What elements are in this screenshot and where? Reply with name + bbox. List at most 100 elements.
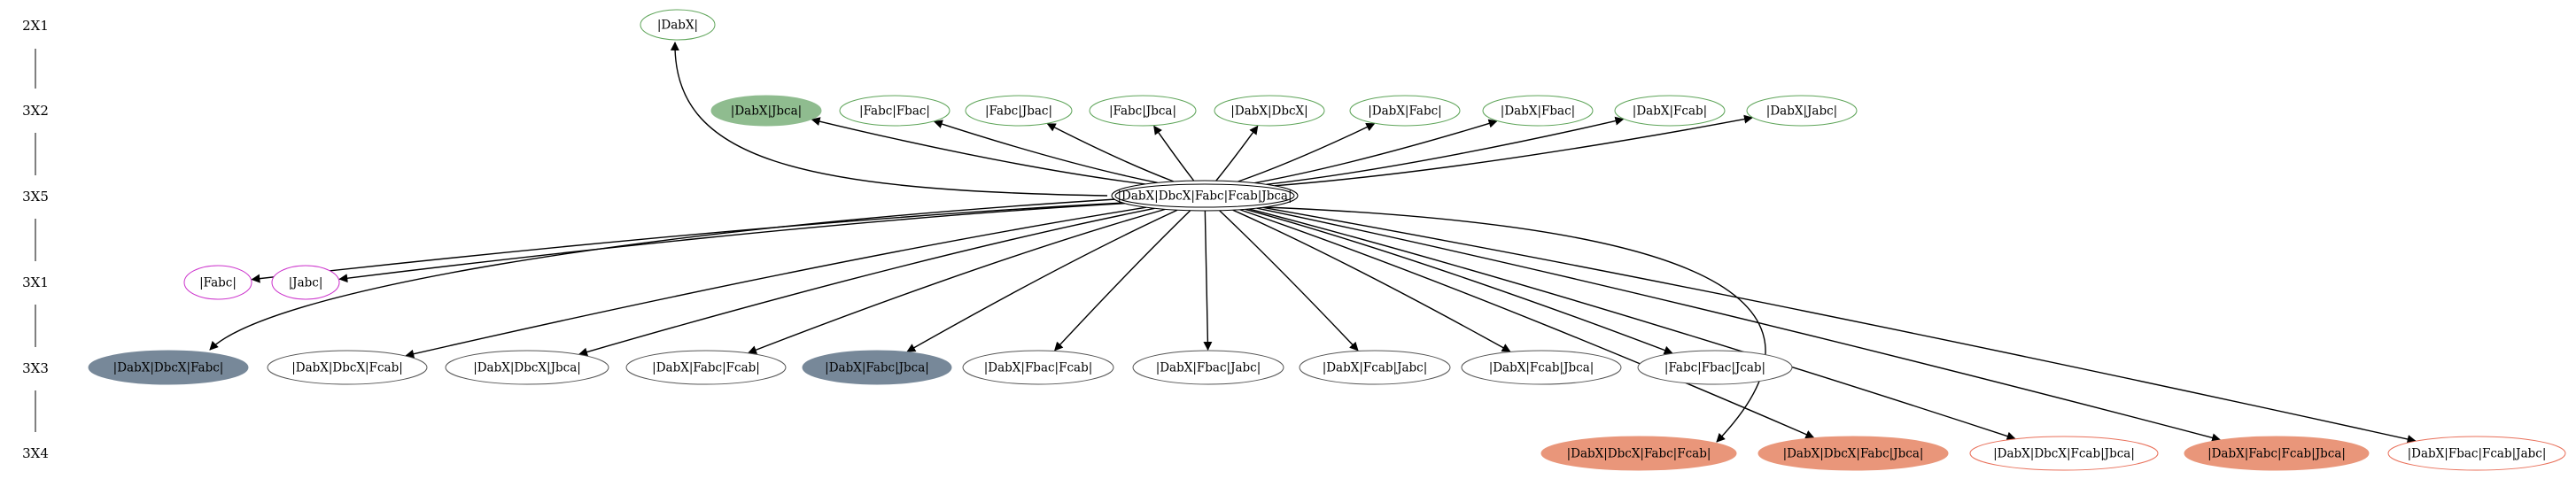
node-ellipse [1746,95,1858,127]
graph-node: |DabX| [640,9,716,41]
node-label: |Fabc|Jbca| [1109,104,1176,119]
rank-label-3x5: 3X5 [22,189,49,205]
graph-node: |Fabc| [183,265,252,300]
node-ellipse [802,350,952,385]
edge-arrow [1254,119,1498,184]
node-label: |DabX|Fbac|Jabc| [1156,361,1261,375]
graph-node: |DabX|Fbac|Fcab|Jabc| [2387,436,2566,471]
graph-node: |DabX|Fbac|Fcab| [962,350,1114,385]
node-ellipse [1540,436,1737,471]
graph-node: |DabX|DbcX| [1214,95,1325,127]
node-ellipse [1461,350,1622,385]
node-ellipse [965,95,1073,127]
graph-node: |DabX|DbcX|Fcab| [267,350,428,385]
node-label: |DabX|Fbac|Fcab| [984,361,1093,375]
nodes-layer: |DabX|DbcX|Fabc|Fcab|Jbca| |DabX| |DabX|Jb… [88,9,2566,471]
node-ellipse [88,350,249,385]
node-label: |DabX|Fabc|Jbca| [825,361,929,375]
node-ellipse [1482,95,1594,127]
node-label: |Jabc| [289,276,323,290]
edge-arrow [748,208,1166,354]
graph-node: |DabX|Jbca| [710,95,822,127]
edge-arrow [1239,205,1766,443]
graph-node: |Jabc| [271,265,340,300]
node-label: |DabX|DbcX|Fabc|Fcab| [1567,447,1711,461]
edge-arrow [1245,208,1673,355]
graph-node: |Fabc|Fbac|Jcab| [1637,350,1793,385]
edge-arrow [1054,210,1191,352]
edge-arrow [1262,206,2417,444]
edge-arrow [578,207,1155,357]
node-ellipse [1111,180,1299,212]
node-ellipse [1969,436,2159,471]
graph-node: |DabX|Fbac|Jabc| [1132,350,1284,385]
node-label: |DabX|Fbac|Fcab|Jabc| [2408,447,2547,461]
node-ellipse [445,350,609,385]
node-label: |Fabc|Fbac| [859,104,930,119]
graph-node: |DabX|DbcX|Fcab|Jbca| [1969,436,2159,471]
node-label: |DabX| [657,19,698,33]
node-label: |DabX|DbcX|Jbca| [473,361,581,375]
node-ellipse [1614,95,1726,127]
node-ellipse [267,350,428,385]
node-ellipse [1214,95,1325,127]
edge-arrow [1248,208,2016,441]
node-label: |DabX|Fcab|Jabc| [1323,361,1428,375]
node-ellipse [1089,95,1197,127]
graph-node: |DabX|Fabc| [1349,95,1461,127]
node-ellipse [1349,95,1461,127]
node-ellipse [640,9,716,41]
node-label: |Fabc| [199,276,237,290]
node-label: |DabX|Jabc| [1766,104,1837,119]
edge-arrow [1203,210,1213,351]
edge-arrow [251,202,1123,283]
graph-node: |DabX|Fabc|Fcab|Jbca| [2184,436,2370,471]
node-ellipse [839,95,950,127]
edge-arrow [1274,114,1753,187]
node-label: |DabX|Fabc| [1368,104,1441,119]
graph-node: |Fabc|Jbac| [965,95,1073,127]
graph-node: |DabX|Fcab| [1614,95,1726,127]
node-ellipse [625,350,787,385]
graph-node: |DabX|Fbac| [1482,95,1594,127]
node-ellipse [183,265,252,300]
edge-arrow [1239,209,1815,439]
rank-label-3x3: 3X3 [22,360,49,376]
edge-arrow [670,42,1108,197]
edge-arrow [338,203,1125,283]
node-label: |DabX|Fabc|Fcab|Jbca| [2207,447,2346,461]
node-ellipse [962,350,1114,385]
graph-node: |DabX|Jabc| [1746,95,1858,127]
node-label: |Fabc|Fbac|Jcab| [1664,361,1765,375]
graph-node: |DabX|DbcX|Fabc|Fcab| [1540,436,1737,471]
node-ellipse [1299,350,1451,385]
edge-arrow [1215,125,1259,182]
edge-arrow [933,120,1158,184]
node-label: |DabX|Fbac| [1501,104,1575,119]
edge-arrow [405,206,1147,359]
graph-node: |DabX|Fcab|Jabc| [1299,350,1451,385]
node-ellipse [710,95,822,127]
graph-node: |DabX|DbcX|Fabc|Jbca| [1757,436,1949,471]
graph-node: |DabX|DbcX|Fabc| [88,350,249,385]
node-ellipse [2184,436,2370,471]
graph-node: |DabX|Fabc|Jbca| [802,350,952,385]
edge-arrow [1232,209,1511,352]
node-label: |DabX|DbcX|Fabc|Fcab|Jbca| [1117,189,1292,204]
node-label: |DabX|DbcX| [1230,104,1307,119]
node-label: |DabX|Jbca| [731,104,802,119]
edge-arrow [1046,123,1175,182]
edge-arrow [1219,210,1359,352]
edge-arrow [1266,116,1625,185]
node-ellipse [1637,350,1793,385]
node-label: |DabX|DbcX|Fabc|Jbca| [1783,447,1924,461]
graph-node: |Fabc|Jbca| [1089,95,1197,127]
edge-arrow [1153,125,1195,182]
rank-column: 2X1 3X2 3X5 3X1 3X3 3X4 [22,18,49,461]
rank-label-3x2: 3X2 [22,103,49,119]
edge-arrow [209,198,1117,351]
node-label: |DabX|Fcab| [1633,104,1707,119]
rank-label-2x1: 2X1 [22,18,49,34]
node-ellipse [271,265,340,300]
